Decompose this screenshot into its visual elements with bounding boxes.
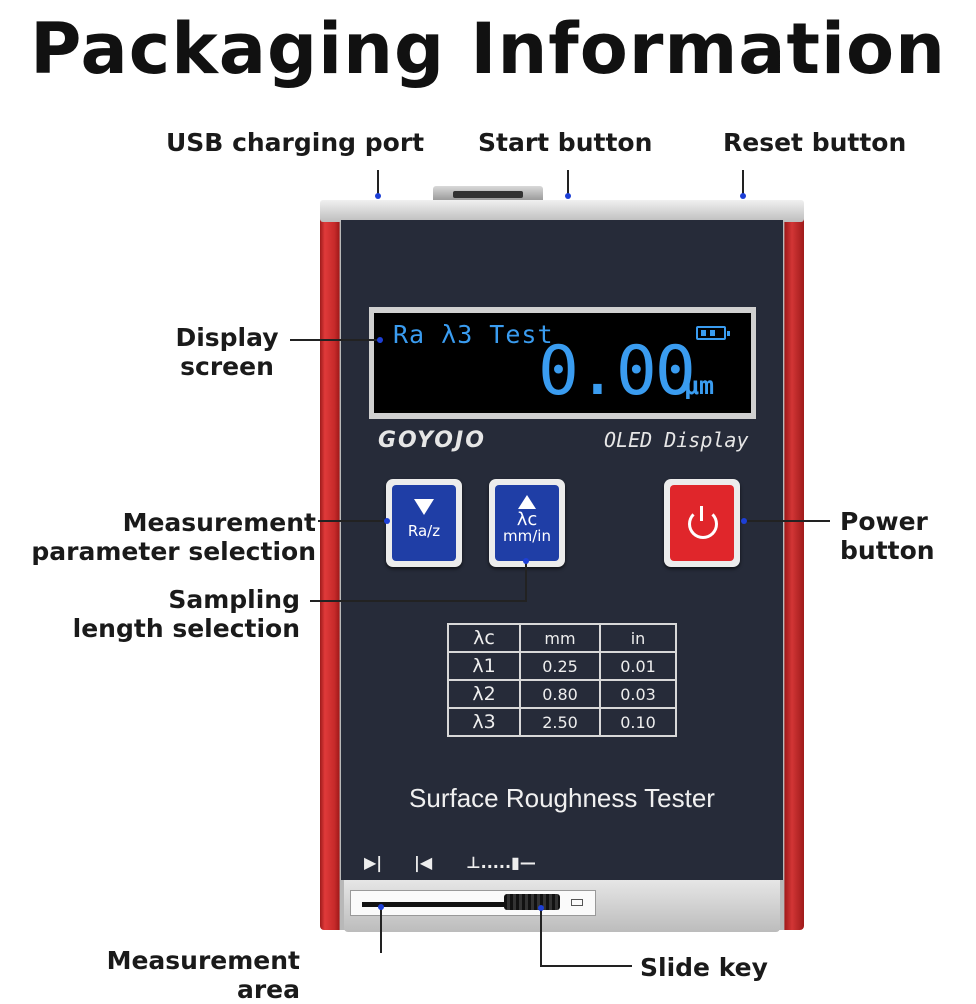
page-title: Packaging Information	[30, 8, 946, 90]
area-pointer-line	[380, 907, 382, 953]
slide-pointer-dot	[538, 905, 544, 911]
slide-pointer-line-v	[540, 908, 542, 966]
power-button[interactable]	[664, 479, 740, 567]
table-row: λ1 0.25 0.01	[447, 651, 677, 681]
lambda-label: λc	[516, 509, 538, 530]
reset-pointer-dot	[740, 193, 746, 199]
sampling-length-label: Sampling length selection	[72, 585, 300, 643]
parameter-pointer-line	[318, 520, 388, 522]
power-icon	[688, 506, 718, 539]
usb-pointer-dot	[375, 193, 381, 199]
battery-icon	[696, 326, 730, 340]
slot-mark	[571, 899, 583, 906]
display-value: 0.00	[538, 332, 696, 411]
triangle-up-icon	[518, 495, 536, 509]
reset-button-label: Reset button	[723, 128, 907, 157]
device-top-cap	[320, 200, 804, 222]
sampling-pointer-dot	[523, 558, 529, 564]
measurement-parameter-label: Measurement parameter selection	[31, 508, 316, 566]
power-pointer-dot	[741, 518, 747, 524]
parameter-button-label: Ra/z	[407, 522, 441, 540]
start-button-label: Start button	[478, 128, 653, 157]
measurement-area-label: Measurement area	[106, 946, 300, 1004]
brand-logo: GOYOJO	[378, 428, 486, 453]
forward-symbol-icon: ▶|	[364, 853, 383, 872]
display-pointer-line	[290, 339, 380, 341]
slide-key-label: Slide key	[640, 953, 768, 982]
table-row: λ2 0.80 0.03	[447, 679, 677, 709]
back-symbol-icon: |◀	[414, 853, 433, 872]
sampling-pointer-line-v	[525, 560, 527, 601]
power-pointer-line	[744, 520, 830, 522]
start-pointer-dot	[565, 193, 571, 199]
table-row: λ3 2.50 0.10	[447, 707, 677, 737]
slide-pointer-line-h	[540, 965, 632, 967]
usb-port-label: USB charging port	[166, 128, 425, 157]
oled-label: OLED Display	[604, 428, 749, 452]
reset-pointer-line	[742, 170, 744, 195]
unit-toggle-label: mm/in	[503, 527, 551, 545]
product-name: Surface Roughness Tester	[409, 783, 715, 813]
display-mode-text: Ra λ3 Test	[393, 320, 554, 349]
sampling-length-table: λc mm in λ1 0.25 0.01 λ2 0.80 0.03 λ3 2.…	[447, 623, 677, 737]
parameter-pointer-dot	[384, 518, 390, 524]
display-screen-label: Display screen	[175, 323, 279, 381]
travel-scale-icon: ⊥.....▮—	[466, 853, 536, 872]
sampling-length-button[interactable]: λc mm/in	[489, 479, 565, 567]
area-pointer-dot	[378, 904, 384, 910]
usb-pointer-line	[377, 170, 379, 195]
power-button-label: Power button	[840, 507, 935, 565]
display-unit: μm	[684, 371, 715, 400]
triangle-down-icon	[414, 499, 434, 515]
table-header-row: λc mm in	[447, 623, 677, 653]
parameter-select-button[interactable]: Ra/z	[386, 479, 462, 567]
probe-slot	[362, 902, 512, 907]
sampling-pointer-line-h	[310, 600, 527, 602]
slide-key[interactable]	[504, 894, 560, 910]
display-screen	[374, 313, 751, 413]
usb-charging-port[interactable]	[433, 186, 543, 204]
start-pointer-line	[567, 170, 569, 195]
display-pointer-dot	[377, 337, 383, 343]
